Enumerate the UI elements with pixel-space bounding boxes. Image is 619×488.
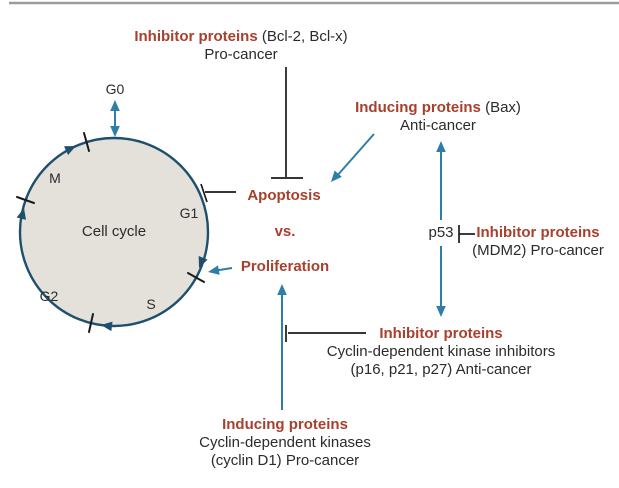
proliferation-inhibitor-title: Inhibitor proteins	[379, 325, 503, 342]
proliferation-label: Proliferation	[240, 258, 330, 275]
apoptosis-inducer-detail: (Bax)	[480, 99, 521, 116]
proliferation-inducer-title: Inducing proteins	[222, 416, 348, 433]
phase-label-s: S	[146, 296, 156, 312]
phase-tick-g1-s	[187, 272, 205, 283]
phase-label-g0: G0	[105, 81, 125, 97]
phase-label-m: M	[49, 170, 61, 186]
apoptosis-to-cycle-bar	[200, 183, 208, 203]
apoptosis-inducer-title-line: Inducing proteins (Bax)	[355, 99, 521, 117]
p53-down-arrowhead-icon	[436, 306, 446, 317]
g0-arrow-up-icon	[110, 100, 120, 111]
proliferation-arrowhead-icon	[207, 265, 220, 277]
proliferation-inhibitor-detail: Cyclin-dependent kinase inhibitors	[326, 343, 556, 360]
g0-arrow-down-icon	[110, 126, 120, 137]
apoptosis-inhibitor-detail: (Bcl-2, Bcl-x)	[257, 28, 348, 45]
proliferation-inducer-effect: (cyclin D1) Pro-cancer	[210, 452, 360, 469]
proliferation-inhibitor-effect: (p16, p21, p27) Anti-cancer	[350, 361, 532, 378]
versus-label: vs.	[274, 223, 296, 240]
cell-cycle-title: Cell cycle	[81, 223, 147, 240]
cdk-arrowhead-icon	[277, 284, 287, 295]
apoptosis-label: Apoptosis	[247, 187, 321, 204]
apoptosis-inhibitor-title-line: Inhibitor proteins (Bcl-2, Bcl-x)	[134, 28, 347, 46]
cell-cycle-circle	[18, 136, 210, 328]
proliferation-inhibitor-block: Inhibitor proteins Cyclin-dependent kina…	[327, 325, 555, 379]
apoptosis-inhibitor-title: Inhibitor proteins	[134, 28, 258, 45]
apoptosis-inducer-effect: Anti-cancer	[400, 117, 476, 134]
bax-induction-arrow	[335, 133, 375, 178]
proliferation-inducer-block: Inducing proteins Cyclin-dependent kinas…	[199, 416, 371, 470]
p53-up-arrowhead-icon	[436, 141, 446, 152]
p53-label: p53	[428, 224, 454, 241]
apoptosis-inhibitor-effect: Pro-cancer	[204, 46, 278, 63]
phase-tick-g2-m	[16, 196, 35, 204]
proliferation-inducer-detail: Cyclin-dependent kinases	[199, 434, 371, 451]
phase-label-g2: G2	[39, 288, 59, 304]
p53-inhibitor-effect: (MDM2) Pro-cancer	[472, 242, 604, 259]
p53-inhibitor-block: Inhibitor proteins (MDM2) Pro-cancer	[472, 224, 604, 260]
phase-tick-s-g2	[88, 313, 94, 333]
apoptosis-inducer-title: Inducing proteins	[355, 99, 481, 116]
p53-inhibitor-title: Inhibitor proteins	[476, 224, 600, 241]
apoptosis-inhibitor-block: Inhibitor proteins (Bcl-2, Bcl-x) Pro-ca…	[134, 28, 347, 64]
apoptosis-inducer-block: Inducing proteins (Bax) Anti-cancer	[355, 99, 521, 135]
phase-tick-m-g0	[83, 132, 90, 152]
phase-label-g1: G1	[179, 205, 199, 221]
